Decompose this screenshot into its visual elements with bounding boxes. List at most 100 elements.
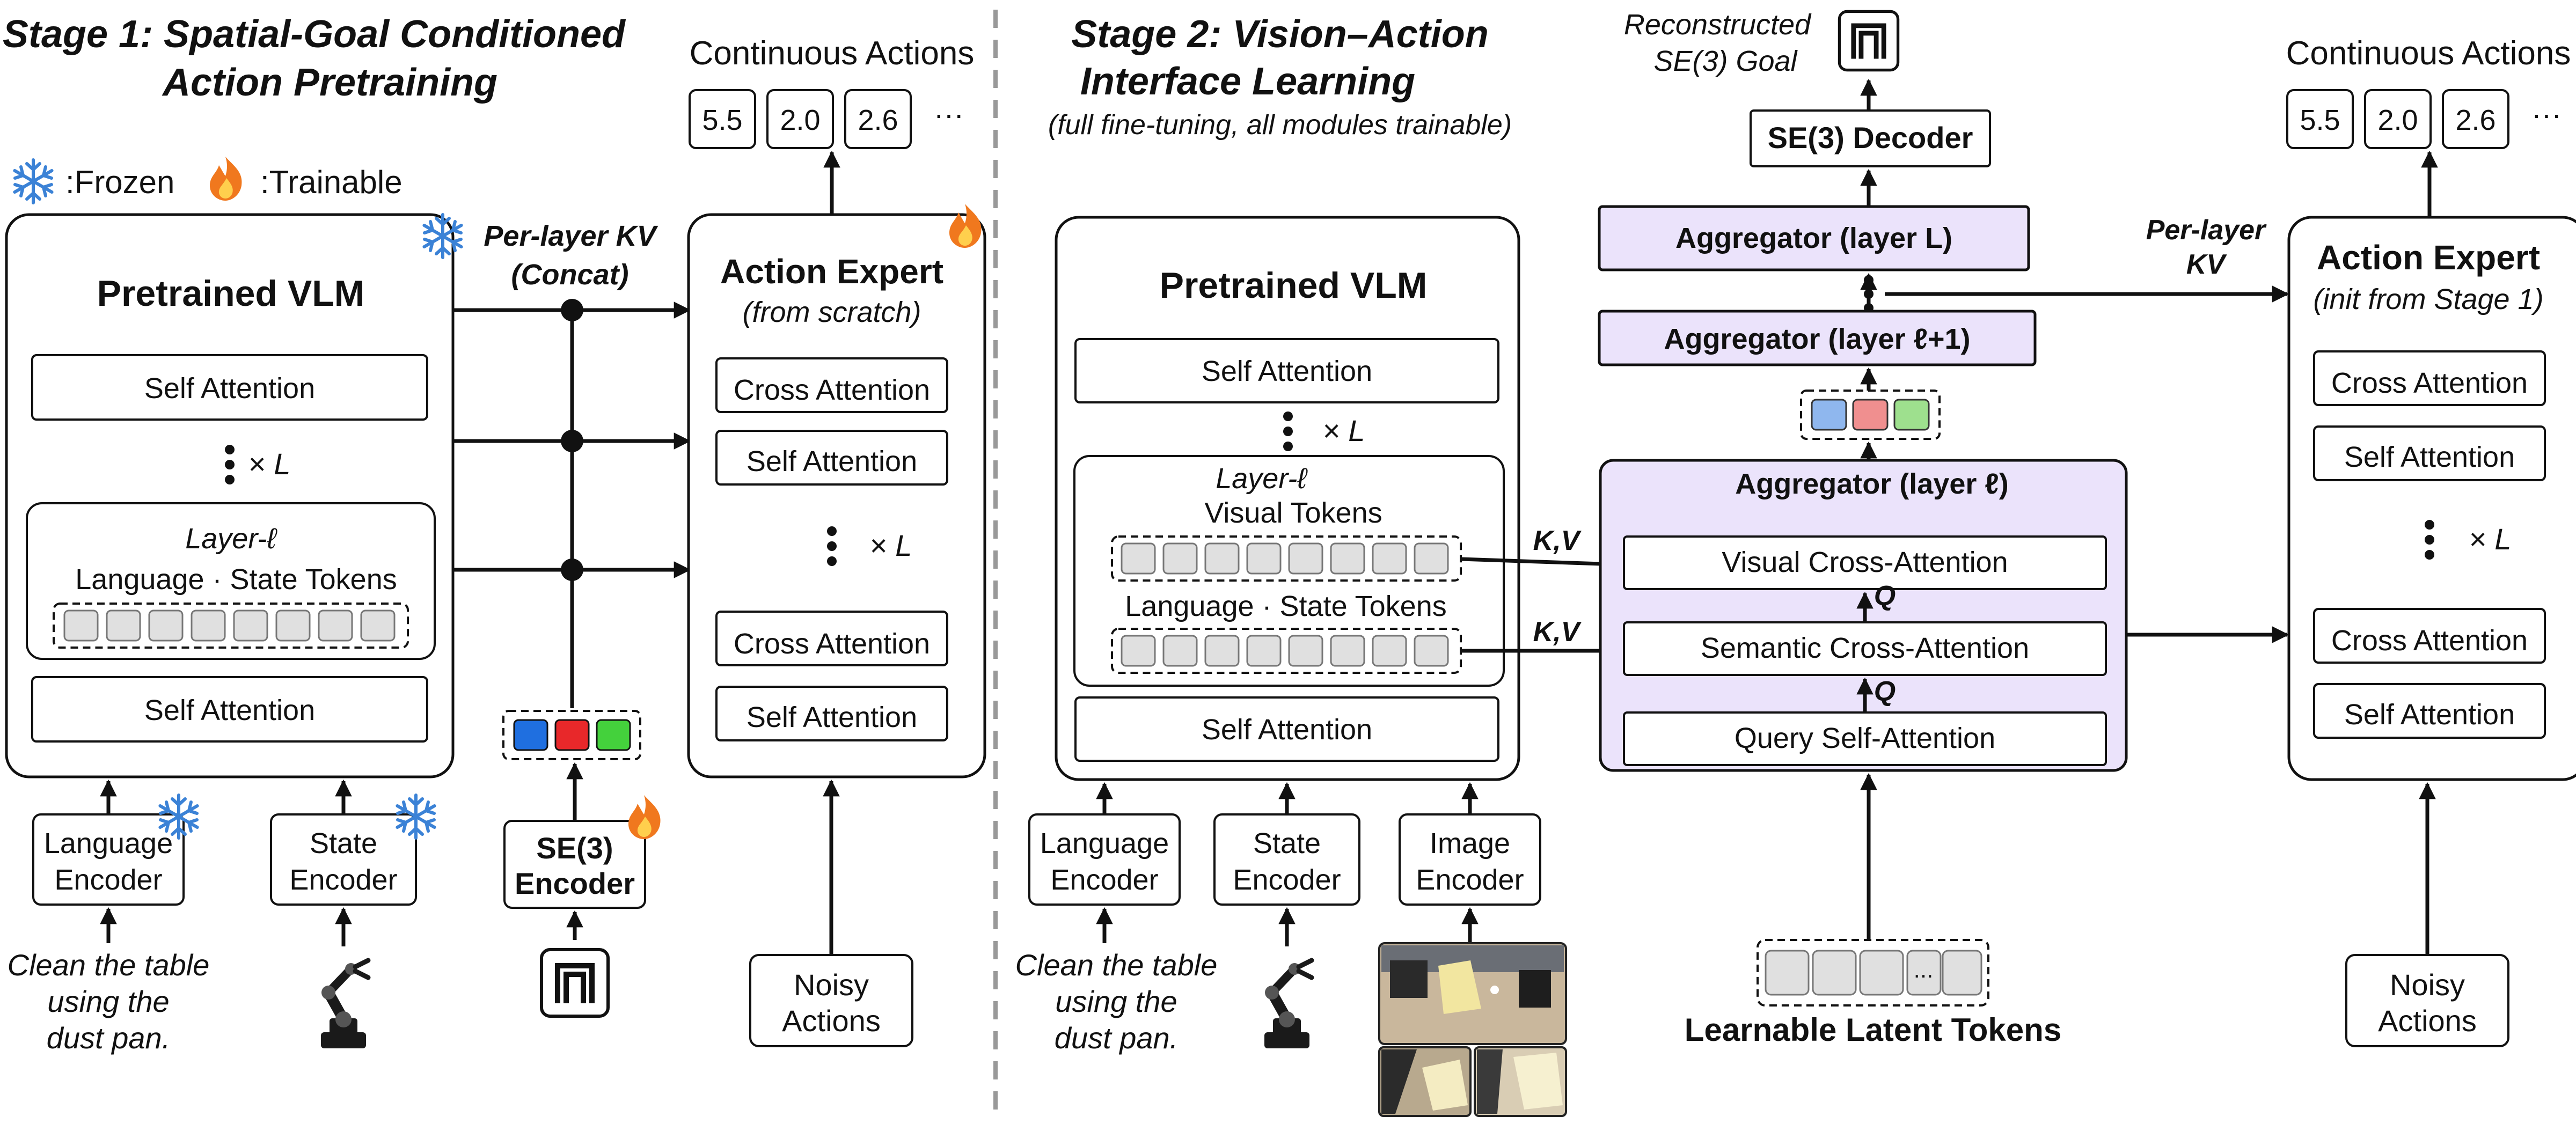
image-encoder-line1: Image: [1430, 827, 1510, 859]
stage1-title-line2: Action Pretraining: [162, 61, 497, 104]
camera-observation-main: [1378, 942, 1567, 1045]
stage1-noisy-actions-line1: Noisy: [794, 968, 869, 1002]
stage2-per-layer-kv-line2: KV: [2186, 249, 2228, 280]
state-encoder-line1: State: [1253, 827, 1321, 859]
kv-junction: [561, 299, 583, 321]
aggregator-layer-L-label: Aggregator (layer L): [1675, 222, 1952, 254]
stage2-visual-tokens: [1121, 542, 1449, 575]
stage2-instruction-line3: dust pan.: [1055, 1021, 1178, 1055]
stage1-action-ellipsis: ···: [934, 97, 964, 131]
stage1-vlm-repeat: × L: [248, 447, 290, 481]
aggregator-token-green: [1893, 399, 1930, 431]
stage1-action-expert-subtitle: (from scratch): [742, 296, 921, 328]
stage2-ae-cross-attention-2: [2313, 608, 2546, 664]
stage1-layer-label: Layer-ℓ: [185, 523, 277, 555]
state-encoder-line1: State: [310, 827, 377, 859]
cross-attention-label: Cross Attention: [734, 628, 930, 660]
stage2-language-state-tokens: [1121, 635, 1449, 667]
se3-token-group: [502, 710, 641, 760]
reconstructed-goal-line2: SE(3) Goal: [1653, 45, 1798, 77]
se3-encoder-trainable-icon: [628, 795, 661, 839]
reconstructed-goal-icon: [1839, 11, 1898, 70]
stage2-continuous-actions-label: Continuous Actions: [2286, 35, 2571, 72]
stage1-language-state-tokens: [63, 609, 396, 642]
self-attention-label: Self Attention: [144, 694, 315, 726]
aggregator-token-blue: [1811, 399, 1847, 431]
aggregator-token-red: [1852, 399, 1889, 431]
stage1-action-value-2: 2.0: [780, 104, 820, 136]
learnable-latent-tokens-label: Learnable Latent Tokens: [1685, 1012, 2061, 1048]
stage1-kv-label-line2: (Concat): [511, 259, 629, 291]
cross-attention-label: Cross Attention: [2331, 367, 2528, 399]
se3-decoder-label: SE(3) Decoder: [1768, 121, 1973, 155]
language-encoder-line1: Language: [44, 827, 173, 859]
stage2-tokens-label: Language · State Tokens: [1125, 590, 1446, 622]
stage2-subtitle: (full fine-tuning, all modules trainable…: [1048, 109, 1512, 141]
stage1-ae-cross-attention-1: [715, 357, 948, 413]
stage1-ae-cross-attention-2: [715, 611, 948, 666]
stage2-kv-label-2: K,V: [1533, 616, 1582, 648]
stage2-ae-repeat: × L: [2469, 522, 2511, 556]
learnable-latent-tokens: [1765, 950, 1982, 996]
stage2-noisy-actions-line1: Noisy: [2390, 968, 2465, 1002]
visual-cross-attention-label: Visual Cross-Attention: [1722, 546, 2008, 578]
language-encoder-line2: Encoder: [54, 864, 162, 896]
stage2-action-expert-title: Action Expert: [2317, 238, 2540, 277]
learnable-token-group: [1757, 939, 1989, 1007]
stage2-ae-self-attention-2: [2313, 683, 2546, 739]
action-expert-trainable-icon: [949, 204, 982, 248]
stage2-visual-token-group: [1111, 535, 1462, 582]
stage1-ae-self-attention-2: [715, 686, 948, 741]
semantic-cross-attention-box: [1623, 621, 2107, 676]
stage2-title-line1: Stage 2: Vision–Action: [1071, 13, 1488, 56]
aggregator-layer-l-title: Aggregator (layer ℓ): [1735, 468, 2009, 500]
aggregator-layer-l-plus-1: [1598, 310, 2037, 366]
self-attention-label: Self Attention: [2344, 441, 2515, 473]
aggregator-layer-L: [1598, 205, 2030, 271]
flame-legend-icon: [209, 157, 242, 201]
stage2-action-expert-subtitle: (init from Stage 1): [2313, 283, 2543, 315]
robot-arm-icon: [1264, 960, 1312, 1048]
stage2-q-label-2: Q: [1874, 676, 1896, 707]
stage1-instruction-line2: using the: [47, 985, 169, 1018]
stage1-noisy-actions-line2: Actions: [782, 1004, 881, 1038]
stage1-title-line1: Stage 1: Spatial-Goal Conditioned: [3, 13, 626, 56]
stage2-action-value-2: 2.0: [2377, 104, 2418, 136]
stage2-vlm-self-attention-top: [1074, 338, 1499, 403]
stage1-ae-repeat: × L: [869, 528, 912, 562]
se3-encoder-line1: SE(3): [536, 831, 613, 865]
state-encoder-line2: Encoder: [1233, 864, 1341, 896]
stage1-kv-label-line1: Per-layer KV: [484, 220, 658, 252]
stage1-instruction-line1: Clean the table: [8, 948, 210, 982]
se3-token-green: [596, 719, 631, 751]
visual-cross-attention-box: [1623, 535, 2107, 590]
query-self-attention-box: [1623, 711, 2107, 766]
stage2-title-line2: Interface Learning: [1080, 60, 1415, 103]
self-attention-label: Self Attention: [747, 445, 917, 477]
stage1-action-value-1: 5.5: [702, 104, 742, 136]
cross-attention-label: Cross Attention: [2331, 625, 2528, 657]
stage2-vlm-repeat: × L: [1322, 414, 1365, 447]
self-attention-label: Self Attention: [747, 701, 917, 733]
stage1-ae-self-attention-1: [715, 430, 948, 486]
se3-token-red: [554, 719, 590, 751]
camera-observation-wrist-left: [1378, 1046, 1472, 1117]
language-encoder-line2: Encoder: [1050, 864, 1158, 896]
stage1-vlm-self-attention-top: [31, 354, 428, 421]
stage2-visual-tokens-label: Visual Tokens: [1204, 497, 1382, 529]
se3-token-blue: [513, 719, 548, 751]
stage1-continuous-actions-label: Continuous Actions: [690, 35, 975, 72]
self-attention-label: Self Attention: [1202, 714, 1372, 746]
kv-junction: [561, 559, 583, 581]
stage2-noisy-actions-line2: Actions: [2378, 1004, 2477, 1038]
self-attention-label: Self Attention: [144, 372, 315, 405]
stage1-vlm-title: Pretrained VLM: [97, 273, 365, 314]
stage2-instruction-line1: Clean the table: [1015, 948, 1218, 982]
stage2-vlm-title: Pretrained VLM: [1160, 265, 1428, 306]
language-encoder-line1: Language: [1040, 827, 1169, 859]
robot-arm-icon: [321, 960, 368, 1048]
stage2-per-layer-kv-line1: Per-layer: [2146, 215, 2267, 246]
stage2-action-ellipsis: ···: [2531, 97, 2562, 131]
stage2-ae-self-attention-1: [2313, 425, 2546, 481]
stage1-action-value-3: 2.6: [858, 104, 898, 136]
